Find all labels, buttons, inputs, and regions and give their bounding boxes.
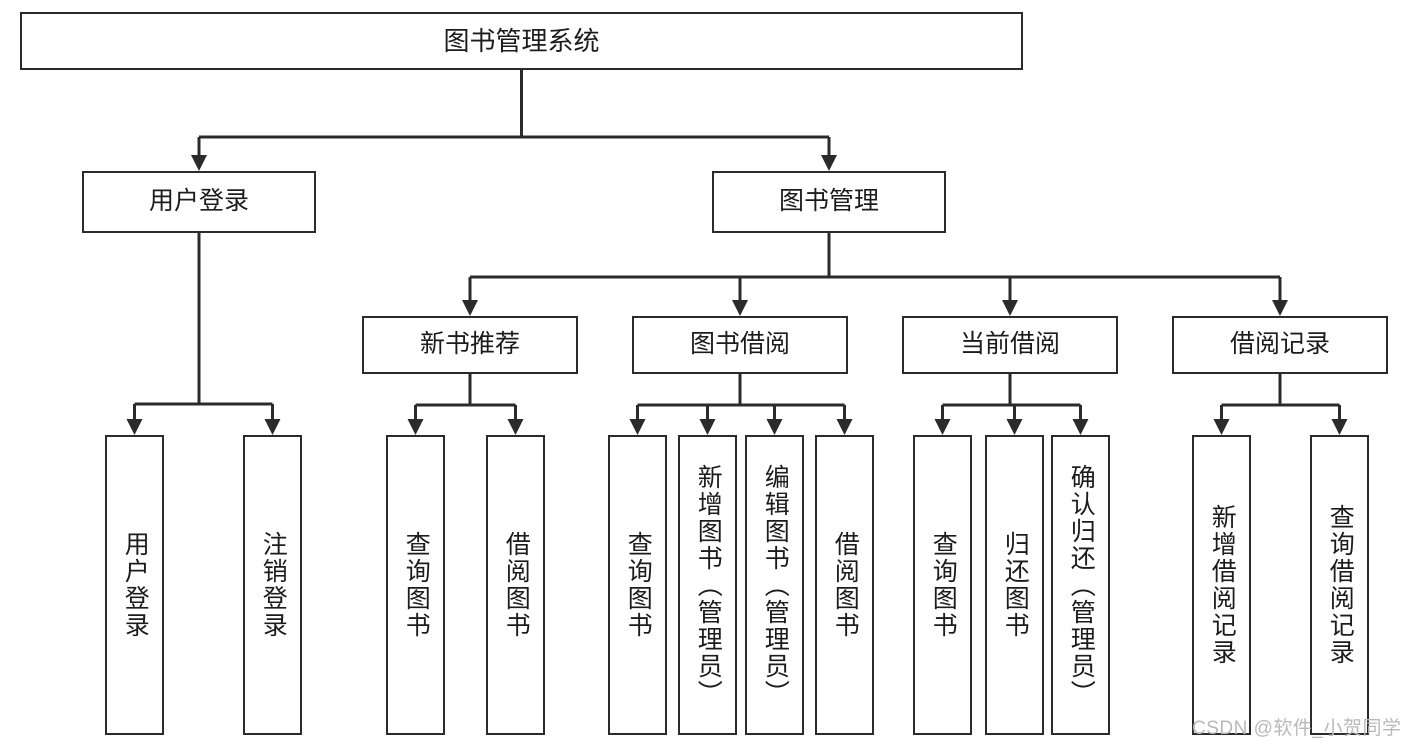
node-leaf-add-borrow-record[interactable]: 新增借阅记录 (1192, 435, 1251, 735)
node-borrow-record[interactable]: 借阅记录 (1172, 316, 1388, 374)
node-label-leaf-query-book-borrow: 查询图书 (624, 531, 653, 639)
node-label-leaf-user-logout: 注销登录 (259, 531, 288, 639)
node-label-leaf-edit-book-admin: 编辑图书（管理员） (761, 463, 790, 707)
node-label-leaf-query-borrow-record: 查询借阅记录 (1326, 504, 1355, 666)
node-leaf-query-book-current[interactable]: 查询图书 (913, 435, 972, 735)
node-label-leaf-add-borrow-record: 新增借阅记录 (1208, 504, 1237, 666)
node-leaf-add-book-admin[interactable]: 新增图书（管理员） (678, 435, 737, 735)
node-leaf-borrow-book-rec[interactable]: 借阅图书 (486, 435, 545, 735)
node-leaf-user-login[interactable]: 用户登录 (105, 435, 164, 735)
node-label-new-book-recommend: 新书推荐 (419, 330, 520, 359)
node-label-user-login: 用户登录 (148, 187, 249, 216)
node-new-book-recommend[interactable]: 新书推荐 (362, 316, 578, 374)
node-label-leaf-query-book-current: 查询图书 (929, 531, 958, 639)
node-user-login[interactable]: 用户登录 (82, 171, 316, 233)
node-label-leaf-return-book: 归还图书 (1001, 531, 1030, 639)
node-label-leaf-user-login: 用户登录 (121, 531, 150, 639)
node-leaf-query-book-rec[interactable]: 查询图书 (386, 435, 445, 735)
node-label-current-borrow: 当前借阅 (959, 330, 1060, 359)
node-leaf-user-logout[interactable]: 注销登录 (243, 435, 302, 735)
node-leaf-borrow-book[interactable]: 借阅图书 (815, 435, 874, 735)
node-label-leaf-confirm-return-admin: 确认归还（管理员） (1067, 463, 1096, 707)
node-label-book-borrow: 图书借阅 (689, 330, 790, 359)
node-label-leaf-borrow-book-rec: 借阅图书 (502, 531, 531, 639)
node-label-leaf-add-book-admin: 新增图书（管理员） (694, 463, 723, 707)
watermark-text: CSDN @软件_小贺同学 (1192, 718, 1402, 739)
node-label-leaf-borrow-book: 借阅图书 (831, 531, 860, 639)
node-leaf-return-book[interactable]: 归还图书 (985, 435, 1044, 735)
node-leaf-query-borrow-record[interactable]: 查询借阅记录 (1310, 435, 1369, 735)
node-book-management[interactable]: 图书管理 (712, 171, 946, 233)
node-label-root: 图书管理系统 (443, 25, 600, 56)
node-root[interactable]: 图书管理系统 (20, 12, 1023, 70)
node-leaf-edit-book-admin[interactable]: 编辑图书（管理员） (745, 435, 804, 735)
node-label-borrow-record: 借阅记录 (1229, 330, 1330, 359)
node-current-borrow[interactable]: 当前借阅 (902, 316, 1118, 374)
node-leaf-query-book-borrow[interactable]: 查询图书 (608, 435, 667, 735)
node-book-borrow[interactable]: 图书借阅 (632, 316, 848, 374)
node-label-leaf-query-book-rec: 查询图书 (402, 531, 431, 639)
node-label-book-management: 图书管理 (778, 187, 879, 216)
node-leaf-confirm-return-admin[interactable]: 确认归还（管理员） (1051, 435, 1110, 735)
